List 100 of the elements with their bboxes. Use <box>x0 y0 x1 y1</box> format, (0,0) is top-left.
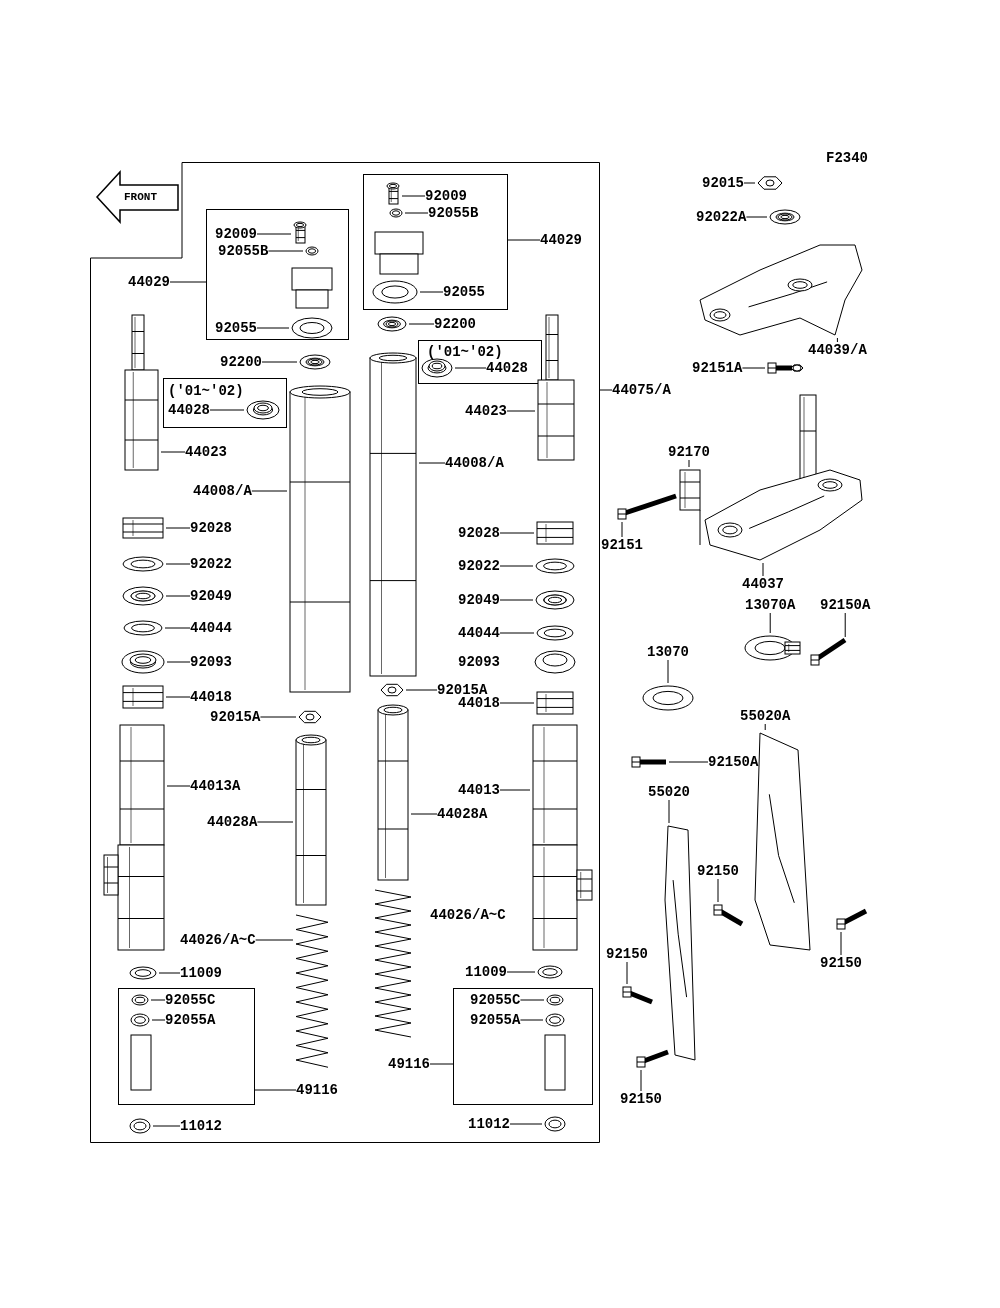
leader-line <box>166 785 191 787</box>
damper-rod-drawing <box>293 732 329 908</box>
callout-number: 92049 <box>190 588 232 604</box>
leader-line <box>640 1069 642 1092</box>
leader-line <box>152 1125 181 1127</box>
o-ring-drawing <box>370 278 420 306</box>
guard-clamp-drawing <box>742 633 803 663</box>
leader-line <box>429 1063 454 1065</box>
leader-line <box>667 659 669 684</box>
callout-number: 92015A <box>210 709 261 725</box>
callout-number: 49116 <box>388 1056 430 1072</box>
spring-drawing <box>293 912 331 1071</box>
callout-number: 92150 <box>697 863 739 879</box>
o-ring-drawing <box>543 1011 567 1029</box>
damper-rod-drawing <box>375 702 411 883</box>
bolt-drawing <box>765 360 806 376</box>
callout-number: 44026/A~C <box>180 932 256 948</box>
fork-leg-drawing <box>101 722 167 953</box>
leader-line <box>165 563 191 565</box>
callout-number: 92055 <box>215 320 257 336</box>
callout-number: 44028A <box>207 814 258 830</box>
leader-line <box>769 612 771 634</box>
clip-drawing <box>121 618 165 638</box>
bracket-drawing <box>677 467 703 548</box>
screw-drawing <box>384 180 402 207</box>
callout-number: 44075/A <box>612 382 671 398</box>
washer-drawing <box>297 352 333 372</box>
bushing-drawing <box>534 689 576 717</box>
callout-number: 92022 <box>458 558 500 574</box>
leader-line <box>255 939 294 941</box>
o-ring-drawing <box>129 992 151 1008</box>
leader-line <box>741 367 766 369</box>
callout-number: 11009 <box>465 964 507 980</box>
bolt-drawing <box>615 493 679 522</box>
washer-drawing <box>375 314 409 334</box>
callout-number: 92028 <box>190 520 232 536</box>
callout-number: 44044 <box>190 620 232 636</box>
figure-code: F2340 <box>826 150 868 166</box>
callout-number: 92028 <box>458 525 500 541</box>
callout-number: 44026/A~C <box>430 907 506 923</box>
inset-frame <box>418 340 542 384</box>
inset-frame <box>363 174 508 310</box>
leader-line <box>401 195 426 197</box>
callout-number: 92022A <box>696 209 747 225</box>
leader-line <box>164 627 191 629</box>
leader-line <box>762 562 764 577</box>
callout-number: 92055B <box>428 205 479 221</box>
washer-drawing <box>127 964 159 982</box>
leader-line <box>764 723 766 731</box>
seal-drawing <box>244 398 282 422</box>
leader-line <box>717 878 719 903</box>
callout-number: 44044 <box>458 625 500 641</box>
fork-guard-drawing <box>662 823 698 1063</box>
callout-number: 44029 <box>540 232 582 248</box>
callout-number: 44028A <box>437 806 488 822</box>
callout-number: 44013 <box>458 782 500 798</box>
callout-number: 92009 <box>425 188 467 204</box>
leader-line <box>165 527 191 529</box>
leader-line <box>256 233 292 235</box>
leader-line <box>165 696 191 698</box>
leader-line <box>519 1019 544 1021</box>
callout-number: 13070 <box>647 644 689 660</box>
callout-number: 92150A <box>708 754 759 770</box>
callout-number: 44018 <box>458 695 500 711</box>
bushing-drawing <box>120 683 166 711</box>
nut-drawing <box>378 681 406 699</box>
leader-line <box>254 1089 297 1091</box>
leader-line <box>261 361 298 363</box>
leader-line <box>256 821 294 823</box>
callout-number: 92093 <box>190 654 232 670</box>
inset-frame <box>118 988 255 1105</box>
leader-line <box>408 323 435 325</box>
leader-line <box>267 250 304 252</box>
parts-frame <box>90 162 600 1143</box>
callout-number: 92022 <box>190 556 232 572</box>
leader-line <box>251 490 288 492</box>
damper-cartridge-drawing <box>535 312 577 463</box>
o-ring-drawing <box>533 556 577 576</box>
leader-line <box>499 702 535 704</box>
callout-number: 92200 <box>220 354 262 370</box>
callout-number: 44039/A <box>808 342 867 358</box>
seal-drawing <box>120 584 166 608</box>
bolt-drawing <box>127 1116 153 1136</box>
seal-drawing <box>533 588 577 612</box>
callout-number: 92015A <box>437 682 488 698</box>
leader-line <box>256 327 290 329</box>
leader-line <box>743 182 756 184</box>
callout-number: 92150 <box>820 955 862 971</box>
o-ring-drawing <box>387 206 405 220</box>
leader-line <box>160 451 186 453</box>
inset-frame <box>453 988 593 1105</box>
leader-line <box>745 216 768 218</box>
callout-number: 92200 <box>434 316 476 332</box>
callout-number: 92151 <box>601 537 643 553</box>
leader-line <box>499 599 534 601</box>
seal-drawing <box>119 648 167 676</box>
note-text: ('01~'02) <box>168 383 244 399</box>
clip-drawing <box>534 623 576 643</box>
callout-number: 92055B <box>218 243 269 259</box>
callout-number: 44029 <box>128 274 170 290</box>
